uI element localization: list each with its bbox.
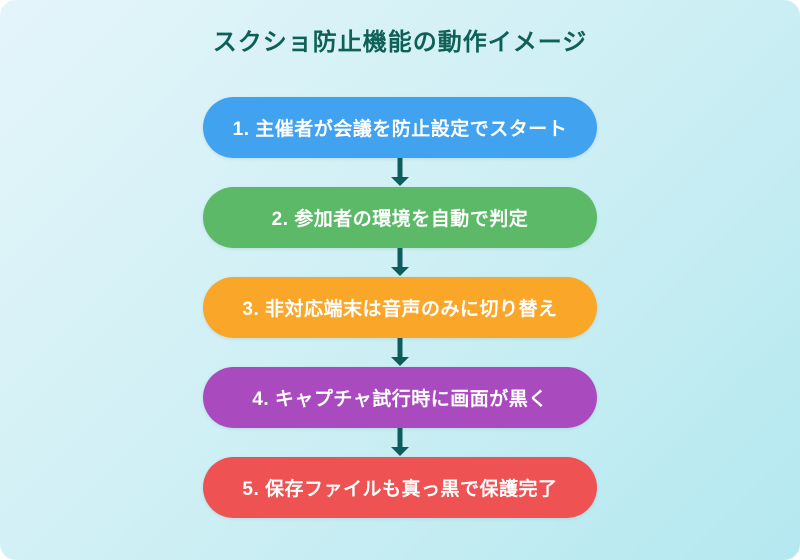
down-arrow-icon <box>388 338 412 367</box>
page-title: スクショ防止機能の動作イメージ <box>212 29 588 56</box>
down-arrow-icon <box>388 158 412 187</box>
flow-step-4: 4. キャプチャ試行時に画面が黒く <box>203 367 597 428</box>
flow-step-1: 1. 主催者が会議を防止設定でスタート <box>203 97 597 158</box>
flow-step-5: 5. 保存ファイルも真っ黒で保護完了 <box>203 457 597 518</box>
down-arrow-icon <box>388 428 412 457</box>
flow-step-2: 2. 参加者の環境を自動で判定 <box>203 187 597 248</box>
flow-chart: 1. 主催者が会議を防止設定でスタート 2. 参加者の環境を自動で判定 3. 非… <box>0 97 800 518</box>
flow-step-3: 3. 非対応端末は音声のみに切り替え <box>203 277 597 338</box>
down-arrow-icon <box>388 248 412 277</box>
